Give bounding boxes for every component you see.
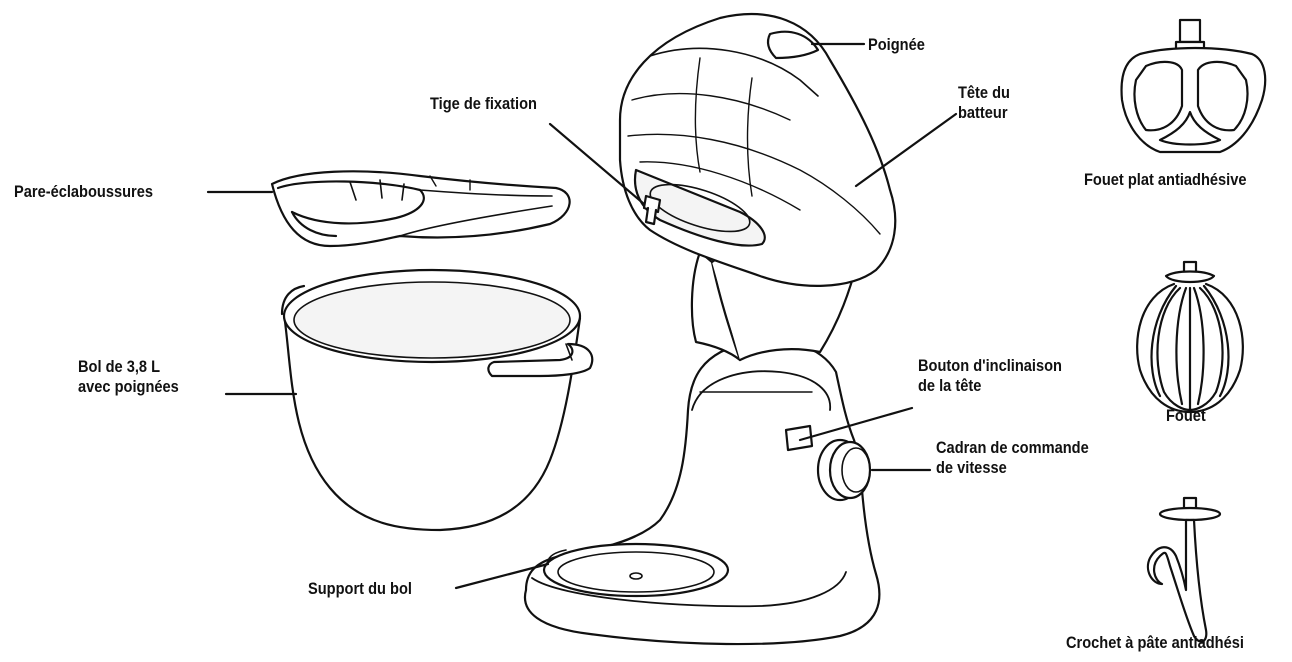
label-crochet: Crochet à pâte antiadhési [1066, 633, 1244, 653]
label-tige-de-fixation: Tige de fixation [430, 94, 537, 114]
label-bol: Bol de 3,8 L avec poignées [78, 357, 179, 397]
dough-hook-illustration [1148, 498, 1220, 642]
splash-guard-illustration [272, 171, 570, 246]
label-bol-line1: Bol de 3,8 L [78, 357, 179, 377]
label-cadran-vitesse: Cadran de commande de vitesse [936, 438, 1089, 478]
label-cadran-line1: Cadran de commande [936, 438, 1089, 458]
label-pare-eclaboussures: Pare-éclaboussures [14, 182, 153, 202]
label-fouet: Fouet [1166, 406, 1206, 426]
label-bouton-line2: de la tête [918, 376, 1062, 396]
label-tete-line2: batteur [958, 103, 1010, 123]
mixer-body-illustration [525, 14, 895, 644]
label-bouton-line1: Bouton d'inclinaison [918, 356, 1062, 376]
label-bol-line2: avec poignées [78, 377, 179, 397]
label-bouton-inclinaison: Bouton d'inclinaison de la tête [918, 356, 1062, 396]
label-fouet-plat: Fouet plat antiadhésive [1084, 170, 1246, 190]
label-cadran-line2: de vitesse [936, 458, 1089, 478]
label-poignee: Poignée [868, 35, 925, 55]
bowl-illustration [282, 270, 592, 530]
whisk-illustration [1137, 262, 1243, 412]
label-support-du-bol: Support du bol [308, 579, 412, 599]
label-tete-line1: Tête du [958, 83, 1010, 103]
label-tete-du-batteur: Tête du batteur [958, 83, 1010, 123]
flat-beater-illustration [1122, 20, 1266, 152]
